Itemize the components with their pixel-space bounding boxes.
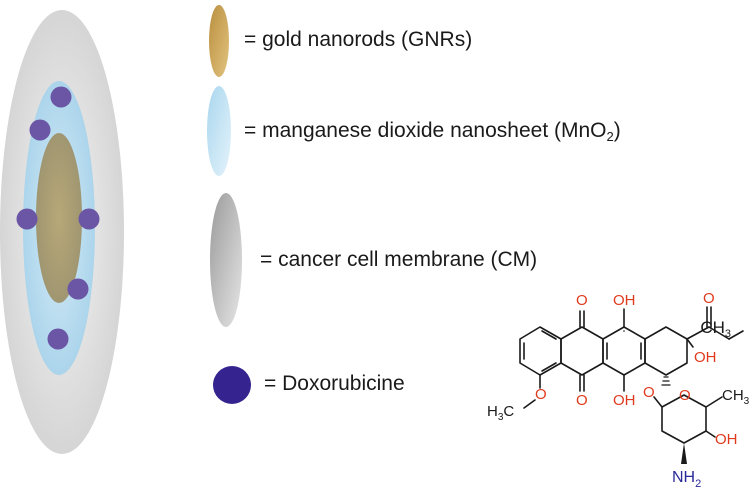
sugar-ring-oxygen: O: [679, 387, 691, 404]
gnr-legend-swatch: [209, 5, 229, 77]
ring-a-inner-bond: [541, 362, 557, 372]
doxorubicine-dot: [29, 119, 51, 141]
sugar-oh-bond: [705, 430, 716, 438]
ring-a-inner-bond: [541, 330, 557, 340]
doxorubicine-dot: [50, 86, 72, 108]
glycosidic-oxygen: O: [643, 384, 655, 401]
ring-a: [519, 326, 562, 376]
amine-label: NH2: [672, 469, 701, 490]
sugar-methyl-label: CH3: [722, 387, 750, 407]
ethyl-bond: [728, 330, 744, 340]
doxorubicine-dot: [78, 208, 100, 230]
hydroxyl-top: OH: [613, 292, 636, 309]
ring-b: [560, 326, 604, 376]
gold-nanorod-core: [36, 133, 82, 303]
sugar-bond: [653, 396, 663, 408]
mno2-legend-label-prefix: = manganese dioxide nanosheet (MnO: [244, 119, 607, 142]
methoxy-methyl-label: H3C: [487, 403, 514, 423]
cm-legend-swatch: [210, 193, 242, 327]
mno2-legend-swatch: [207, 86, 231, 176]
ring-d: [644, 326, 688, 376]
amine-wedge-bond: [681, 443, 687, 464]
mno2-legend-label: = manganese dioxide nanosheet (MnO2): [244, 119, 621, 144]
ethyl-methyl-label: CH3: [700, 318, 731, 340]
doxorubicin-structure: [519, 306, 744, 464]
mno2-legend-label-sub: 2: [606, 129, 614, 144]
acetyl-bond: [686, 326, 710, 340]
ring-c: [602, 326, 646, 376]
cm-legend-label: = cancer cell membrane (CM): [260, 248, 538, 271]
mno2-legend-label-suffix: ): [613, 119, 621, 142]
doxorubicine-dot: [47, 328, 69, 350]
doxorubicine-legend-swatch: [213, 366, 251, 404]
quinone-oxygen-top: O: [576, 292, 588, 309]
gnr-legend-label: = gold nanorods (GNRs): [244, 28, 473, 51]
methoxy-bond: [523, 399, 536, 409]
sugar-methyl-bond: [705, 396, 723, 408]
hydroxyl-bottom: OH: [613, 392, 636, 409]
sugar-hydroxyl: OH: [715, 431, 738, 448]
doxorubicine-dot: [16, 208, 38, 230]
glycosidic-hash-bond: [661, 376, 671, 386]
methoxy-oxygen: O: [535, 386, 547, 403]
ketone-oxygen: O: [703, 290, 715, 307]
dox-legend-label: = Doxorubicine: [264, 372, 405, 395]
c9-oh-bond: [686, 338, 694, 348]
doxorubicine-dot: [67, 278, 89, 300]
quinone-oxygen-bottom: O: [576, 392, 588, 409]
nanoparticle-assembly: [0, 10, 124, 454]
c9-hydroxyl: OH: [694, 349, 717, 366]
ethyl-bond: [708, 326, 730, 340]
